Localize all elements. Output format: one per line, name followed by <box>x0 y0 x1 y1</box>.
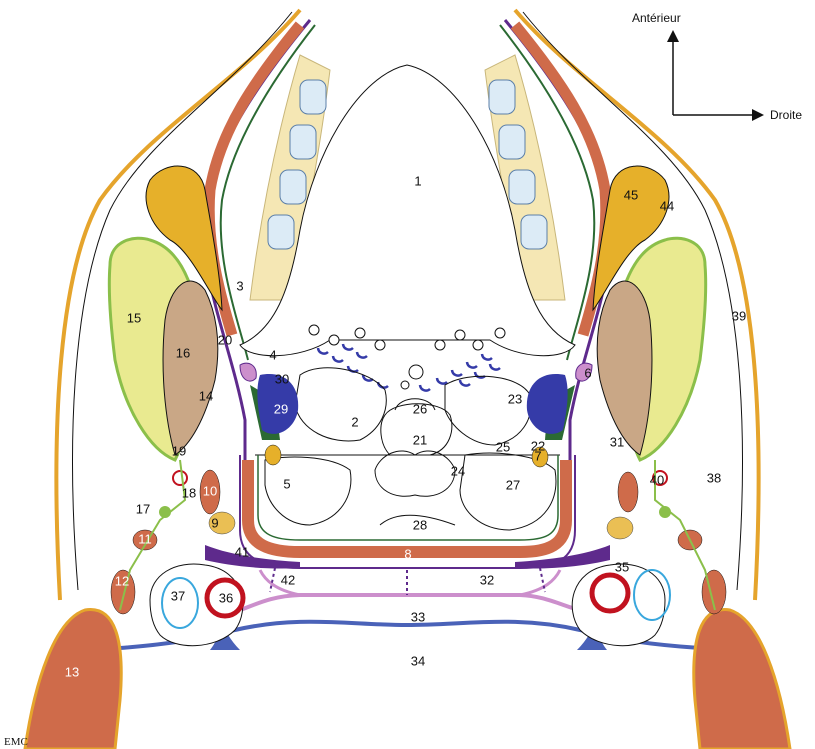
label-19: 19 <box>172 443 186 458</box>
label-4: 4 <box>269 347 276 362</box>
label-29: 29 <box>274 401 288 416</box>
label-18: 18 <box>182 485 196 500</box>
right-red-ring <box>592 575 628 611</box>
label-6: 6 <box>584 365 591 380</box>
label-5: 5 <box>283 476 290 491</box>
label-25: 25 <box>496 439 510 454</box>
compass-right-label: Droite <box>770 108 802 122</box>
publisher-logo: EMC <box>4 736 28 748</box>
label-28: 28 <box>413 517 427 532</box>
label-16: 16 <box>176 345 190 360</box>
label-3: 3 <box>236 278 243 293</box>
right-tan-muscle <box>597 281 652 455</box>
inner-region-5 <box>265 457 351 525</box>
label-17: 17 <box>136 501 150 516</box>
label-24: 24 <box>451 463 465 478</box>
label-31: 31 <box>610 434 624 449</box>
label-38: 38 <box>707 470 721 485</box>
label-36: 36 <box>219 590 233 605</box>
floor-band-red <box>248 460 566 552</box>
label-15: 15 <box>127 310 141 325</box>
label-34: 34 <box>411 653 425 668</box>
right-dark-blue <box>527 374 568 434</box>
label-10: 10 <box>203 483 217 498</box>
label-12: 12 <box>115 573 129 588</box>
left-purple-small-6 <box>240 363 256 381</box>
label-42: 42 <box>281 572 295 587</box>
left-tan-muscle <box>163 281 218 455</box>
label-41: 41 <box>235 544 249 559</box>
label-9: 9 <box>211 515 218 530</box>
label-8: 8 <box>404 546 411 561</box>
label-27: 27 <box>506 477 520 492</box>
left-vessel-18 <box>173 471 187 485</box>
label-43: 43 <box>610 643 624 658</box>
label-45: 45 <box>624 187 638 202</box>
label-13: 13 <box>65 664 79 679</box>
label-39: 39 <box>732 308 746 323</box>
left-small-tan-7 <box>265 445 281 465</box>
compass: Antérieur Droite <box>632 11 802 122</box>
label-22: 22 <box>531 438 545 453</box>
label-35: 35 <box>615 559 629 574</box>
compass-anterior-label: Antérieur <box>632 11 681 25</box>
pink-fascia-right-arm <box>520 570 560 595</box>
label-44: 44 <box>660 198 674 213</box>
label-40: 40 <box>650 472 664 487</box>
label-21: 21 <box>413 432 427 447</box>
right-green-node <box>659 506 671 518</box>
label-2: 2 <box>351 414 358 429</box>
label-1: 1 <box>414 173 421 188</box>
inner-region-24 <box>375 451 455 496</box>
label-37: 37 <box>171 588 185 603</box>
label-33: 33 <box>411 609 425 624</box>
label-26: 26 <box>413 401 427 416</box>
left-green-node <box>159 506 171 518</box>
right-large-muscle <box>694 610 790 749</box>
inner-region-23 <box>445 376 531 445</box>
right-small-tan <box>607 517 633 539</box>
label-14: 14 <box>199 388 213 403</box>
label-11: 11 <box>138 531 152 546</box>
label-23: 23 <box>508 391 522 406</box>
label-32: 32 <box>480 572 494 587</box>
label-30: 30 <box>275 371 289 386</box>
dashed-ligaments <box>270 568 545 595</box>
label-20: 20 <box>218 332 232 347</box>
floor-band-green <box>258 455 558 540</box>
